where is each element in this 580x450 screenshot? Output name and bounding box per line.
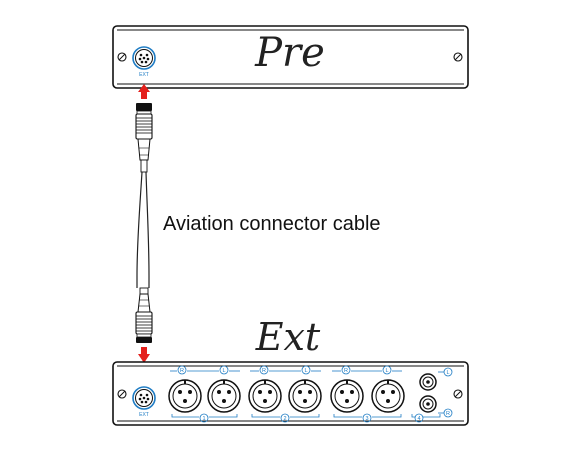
pre-left-screw	[117, 52, 127, 62]
svg-text:1: 1	[202, 416, 205, 422]
cable-label: Aviation connector cable	[163, 213, 381, 235]
ext-right-screw	[453, 389, 463, 399]
svg-text:3: 3	[365, 416, 368, 422]
channel-badge-l: L	[301, 365, 311, 375]
pre-ext-port-label: EXT	[139, 72, 149, 78]
svg-text:L: L	[304, 368, 307, 374]
ext-left-screw	[117, 389, 127, 399]
ext-panel: EXT R	[112, 361, 469, 426]
xlr-connector-1r[interactable]	[168, 379, 202, 413]
channel-badge-r: R	[259, 365, 269, 375]
xlr-group-1: R L 1	[168, 365, 241, 423]
ext-ext-port-label: EXT	[139, 412, 149, 418]
pre-panel: Pre EXT	[112, 25, 469, 89]
aviation-cable	[135, 103, 153, 343]
group-number-badge: 4	[414, 413, 424, 423]
ext-panel-title: Ext	[255, 315, 321, 359]
rca-connector-r[interactable]	[419, 395, 437, 413]
svg-text:R: R	[344, 368, 348, 374]
rca-connector-l[interactable]	[419, 373, 437, 391]
svg-text:L: L	[222, 368, 225, 374]
svg-text:R: R	[262, 368, 266, 374]
xlr-connector-3l[interactable]	[371, 379, 405, 413]
cable-top-connector	[135, 103, 153, 173]
group-number-badge: 2	[280, 413, 290, 423]
channel-badge-l: L	[382, 365, 392, 375]
channel-badge-l: L	[219, 365, 229, 375]
channel-badge-r: R	[177, 365, 187, 375]
xlr-group-2: R L 2	[248, 365, 322, 423]
pre-panel-title: Pre	[254, 30, 325, 76]
arrow-down-icon	[138, 347, 150, 363]
channel-badge-r: R	[341, 365, 351, 375]
arrow-up-icon	[138, 84, 150, 99]
ext-ext-port[interactable]: EXT	[132, 386, 156, 418]
svg-text:R: R	[180, 368, 184, 374]
pre-ext-port[interactable]: EXT	[132, 46, 156, 78]
svg-text:L: L	[385, 368, 388, 374]
svg-text:2: 2	[283, 416, 286, 422]
rca-group-4: L R 4	[411, 367, 453, 423]
xlr-connector-3r[interactable]	[330, 379, 364, 413]
svg-text:L: L	[446, 370, 449, 376]
svg-text:R: R	[446, 411, 450, 417]
xlr-connector-2l[interactable]	[288, 379, 322, 413]
xlr-connector-2r[interactable]	[248, 379, 282, 413]
group-number-badge: 1	[199, 413, 209, 423]
group-number-badge: 3	[362, 413, 372, 423]
svg-text:4: 4	[417, 416, 420, 422]
cable-bottom-connector	[135, 287, 153, 343]
pre-right-screw	[453, 52, 463, 62]
xlr-connector-1l[interactable]	[207, 379, 241, 413]
xlr-group-3: R L 3	[330, 365, 405, 423]
